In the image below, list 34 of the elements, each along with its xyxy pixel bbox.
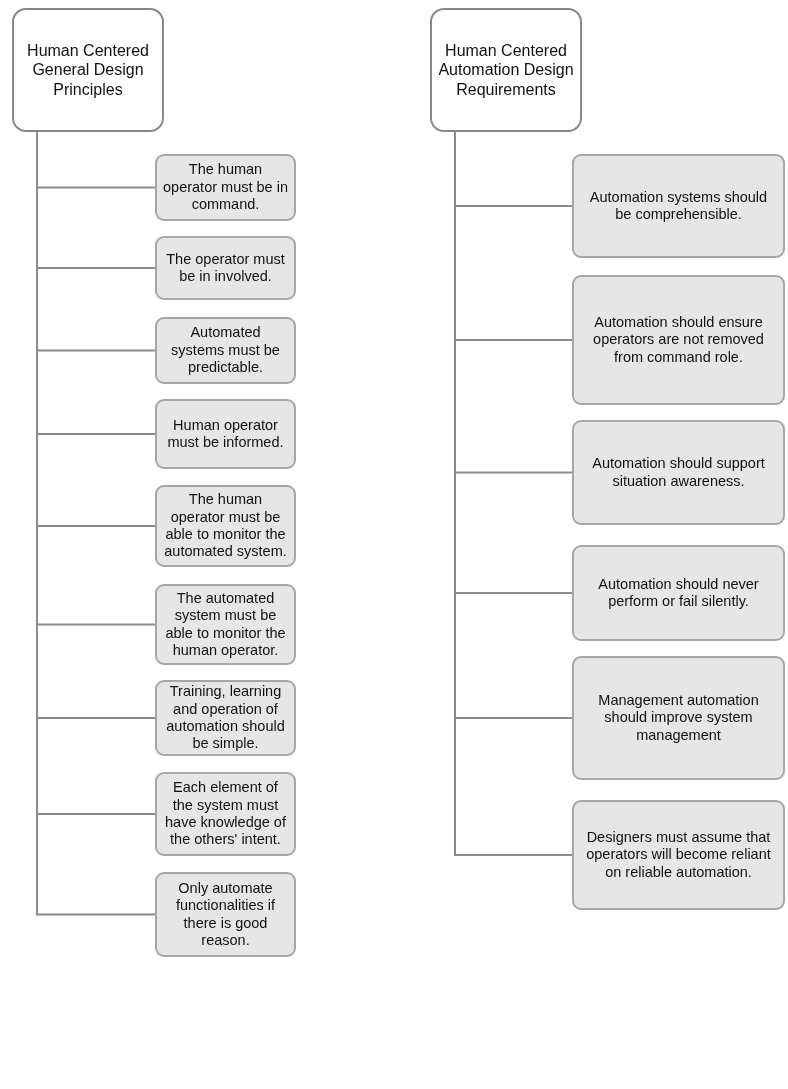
item-box [155, 485, 296, 567]
node-text: Automation should ensure operators are not removed from command role. [592, 313, 765, 367]
item-box [155, 399, 296, 469]
node-text: Training, learning and operation of automation should be simple. [165, 683, 286, 753]
item-box [572, 800, 785, 910]
node-text: Automation should never perform or fail silently. [597, 575, 760, 611]
node-text: Human operator must be informed. [166, 416, 285, 452]
node-text: Human Centered General Design Principles [26, 41, 150, 99]
node-text: The human operator must be in command. [163, 161, 288, 214]
item-box [155, 680, 296, 756]
item-box [155, 584, 296, 665]
item-box [572, 656, 785, 780]
node-text: Only automate functionalities if there is good reason. [174, 879, 277, 950]
item-box [155, 154, 296, 221]
heading-box [12, 8, 164, 132]
heading-box [430, 8, 582, 132]
item-box [155, 236, 296, 300]
node-text: Automation should support situation awareness. [591, 455, 766, 490]
item-box [155, 872, 296, 957]
node-text: The human operator must be able to monitor the automated system. [163, 491, 288, 561]
node-text: The automated system must be able to monitor the human operator. [164, 589, 287, 660]
item-box [572, 154, 785, 258]
item-box [155, 317, 296, 384]
node-text: The operator must be in involved. [165, 250, 286, 286]
node-text: Automation systems should be comprehensible. [588, 188, 769, 224]
node-text: Human Centered Automation Design Requirements [438, 41, 574, 99]
item-box [572, 545, 785, 641]
item-box [572, 275, 785, 405]
item-box [572, 420, 785, 525]
node-text: Management automation should improve system management [597, 691, 760, 745]
item-box [155, 772, 296, 856]
node-text: Designers must assume that operators will become reliant on reliable automation. [585, 828, 772, 882]
node-text: Automated systems must be predictable. [170, 324, 281, 377]
node-text: Each element of the system must have knowledge of the others' intent. [164, 779, 287, 849]
